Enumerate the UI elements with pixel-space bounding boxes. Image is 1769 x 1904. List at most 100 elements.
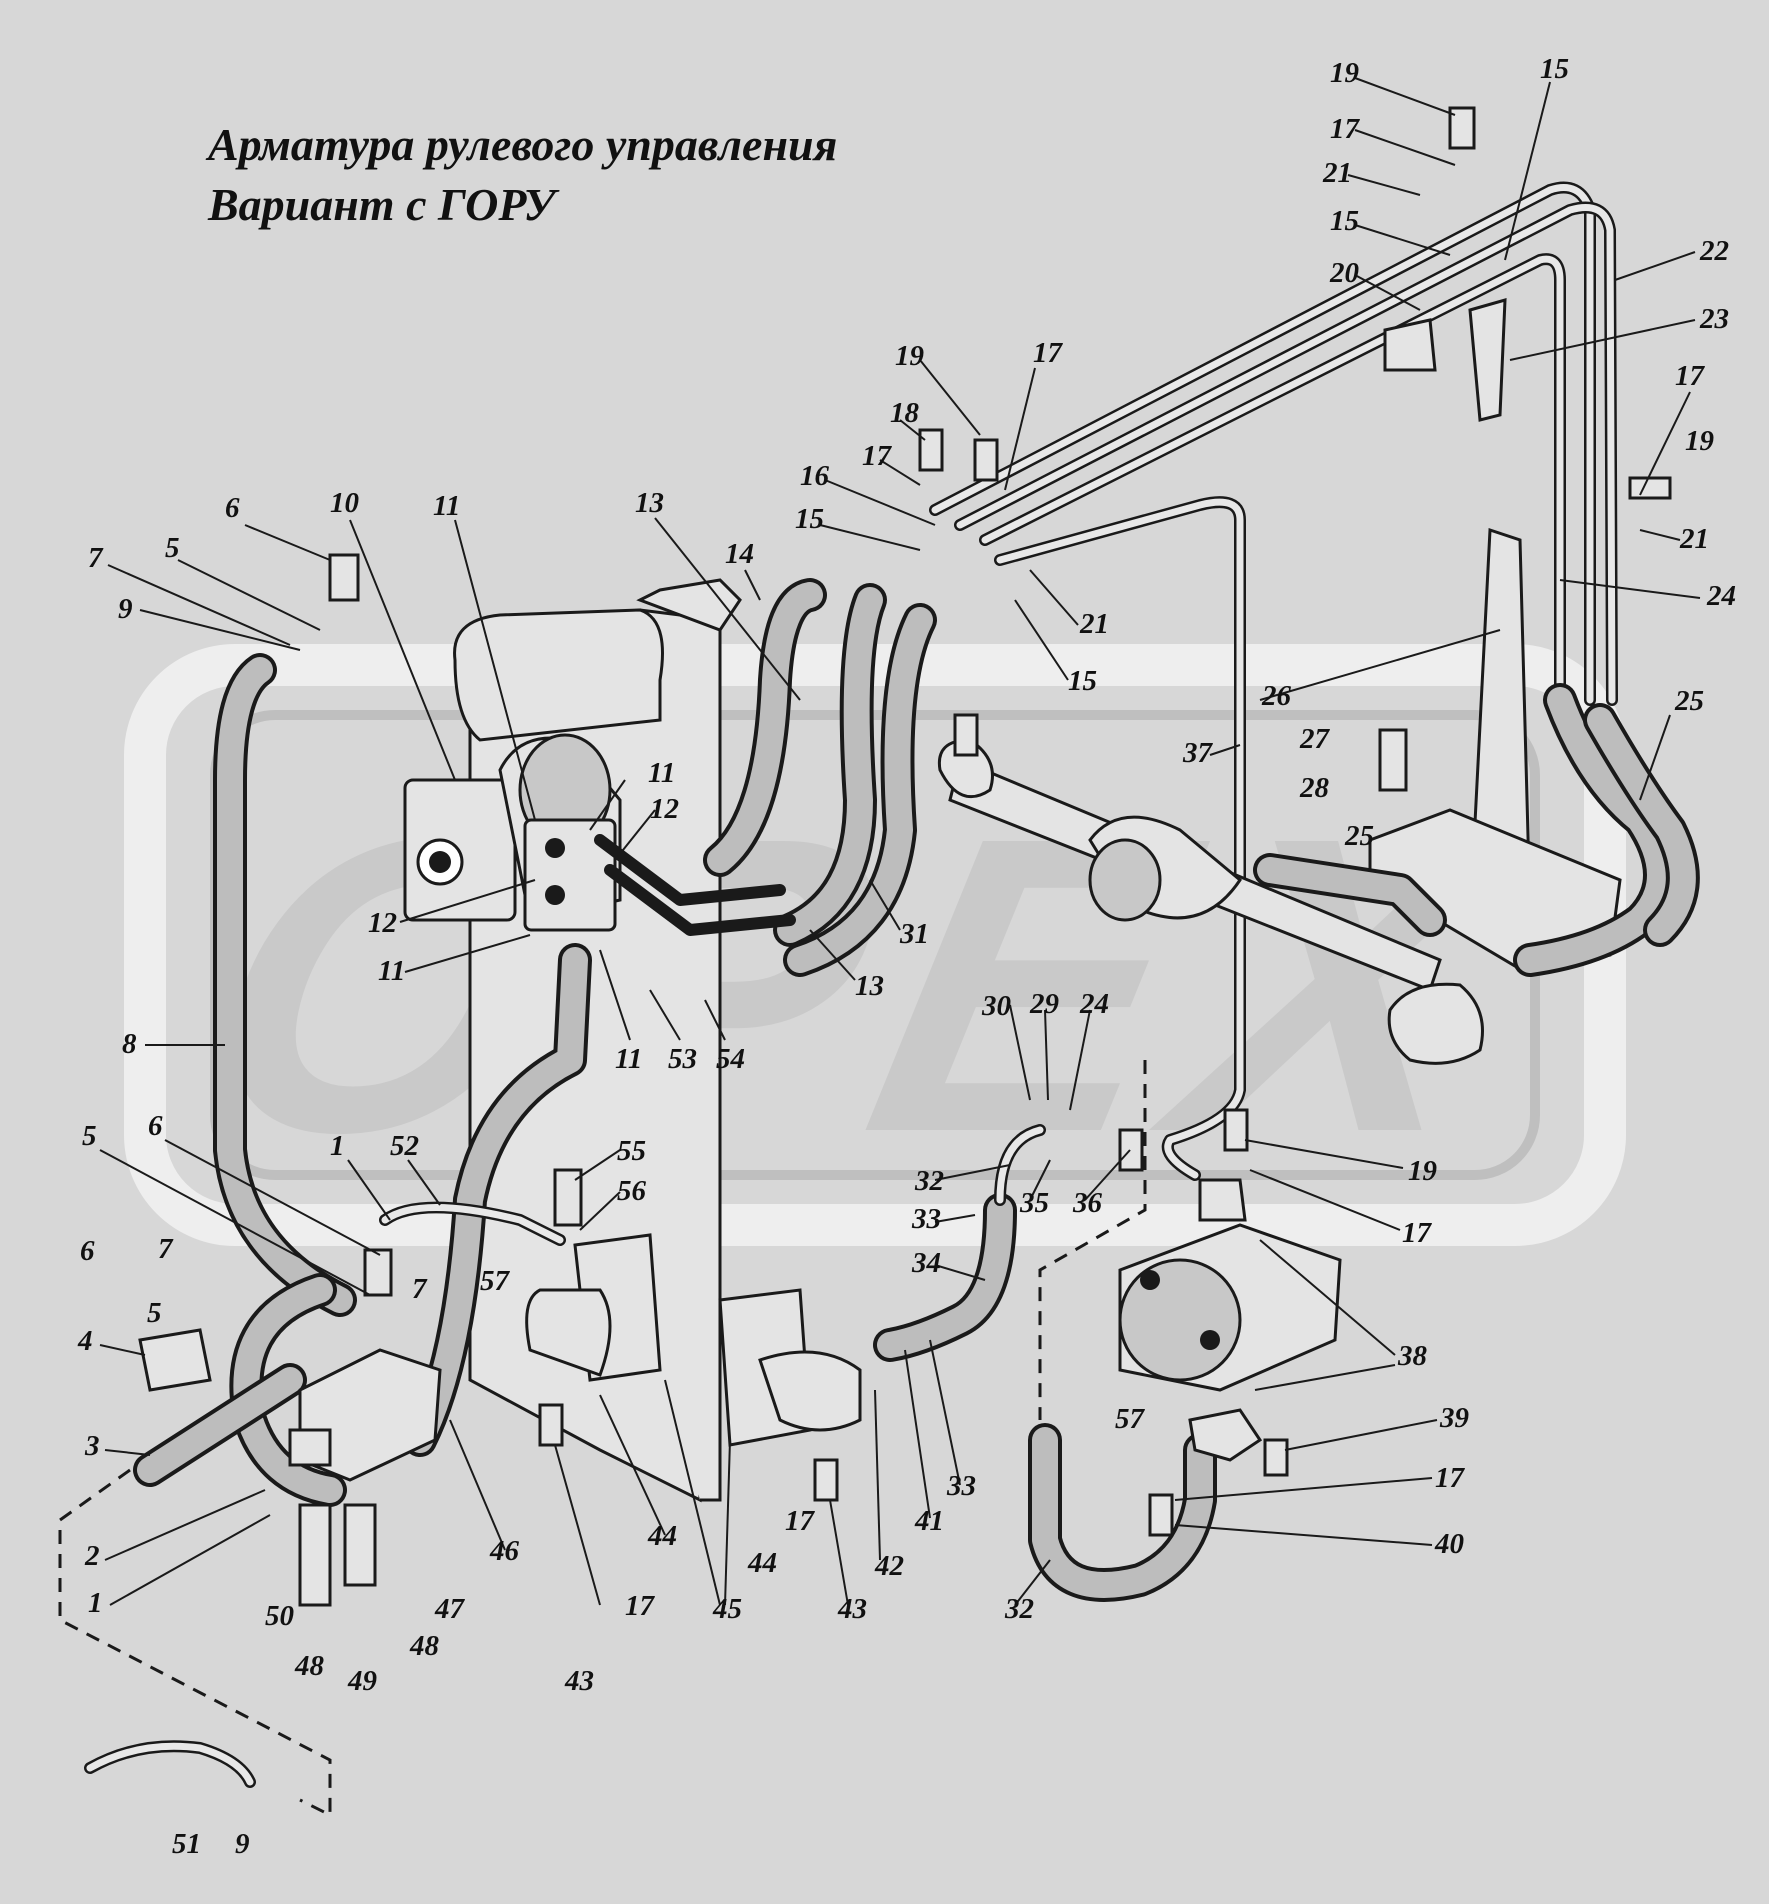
callout-c19a: 19 (1330, 57, 1359, 89)
callout-c21b: 21 (1679, 523, 1709, 555)
leader-lines (99, 77, 1701, 1606)
callout-c15a: 15 (1540, 53, 1569, 85)
callout-c41: 41 (914, 1505, 944, 1537)
callout-c40: 40 (1434, 1528, 1464, 1560)
callout-c19c: 19 (895, 340, 924, 372)
callout-c42: 42 (874, 1550, 904, 1582)
callout-c37: 37 (1182, 737, 1214, 769)
callout-c38: 38 (1397, 1340, 1428, 1372)
callout-c12a: 12 (650, 793, 679, 825)
callout-c54: 54 (716, 1043, 745, 1075)
callout-c23: 23 (1699, 303, 1729, 335)
elbows (525, 1233, 862, 1447)
callout-c52: 52 (390, 1130, 419, 1162)
callout-c39: 39 (1439, 1402, 1469, 1434)
callout-c22: 22 (1699, 235, 1729, 267)
callout-c10: 10 (330, 487, 359, 519)
brackets (1368, 297, 1622, 977)
callout-c16: 16 (800, 460, 830, 492)
callout-c34: 34 (911, 1247, 941, 1279)
callout-c36: 36 (1072, 1187, 1103, 1219)
callout-c5c: 5 (147, 1297, 162, 1329)
callout-c17b: 17 (1675, 360, 1706, 392)
callout-c15b: 15 (1330, 205, 1359, 237)
callout-c33a: 33 (911, 1203, 941, 1235)
dashed-lines (58, 1060, 1147, 1818)
callout-c7b: 7 (158, 1233, 174, 1265)
callout-c6b: 6 (148, 1110, 163, 1142)
callout-c9a: 9 (118, 593, 133, 625)
callout-c55: 55 (617, 1135, 646, 1167)
callout-c44a: 44 (647, 1520, 677, 1552)
callout-c48b: 48 (294, 1650, 325, 1682)
callout-c11d: 11 (615, 1043, 642, 1075)
diagram-title: Арматура рулевого управления (208, 119, 838, 170)
diagram-subtitle: Вариант с ГОРУ (208, 179, 556, 230)
callout-c13b: 13 (855, 970, 884, 1002)
callout-c21c: 21 (1079, 608, 1109, 640)
callout-c21a: 21 (1322, 157, 1352, 189)
callout-c30: 30 (981, 990, 1011, 1022)
callout-c50: 50 (265, 1600, 294, 1632)
callout-c14: 14 (725, 538, 754, 570)
callout-c20: 20 (1329, 257, 1359, 289)
callout-c46: 46 (489, 1535, 520, 1567)
callout-c9b: 9 (235, 1828, 250, 1860)
callout-c5a: 5 (165, 532, 180, 564)
callout-c25a: 25 (1674, 685, 1704, 717)
callout-c25b: 25 (1344, 820, 1374, 852)
callout-c43b: 43 (564, 1665, 594, 1697)
callout-c49: 49 (347, 1665, 377, 1697)
callout-c17f: 17 (1435, 1462, 1466, 1494)
callout-c51: 51 (172, 1828, 201, 1860)
callout-c28: 28 (1299, 772, 1330, 804)
callout-c11a: 11 (433, 490, 460, 522)
callout-c43a: 43 (837, 1593, 867, 1625)
callout-c31: 31 (899, 918, 929, 950)
callout-c8: 8 (122, 1028, 137, 1060)
callout-c17e: 17 (1402, 1217, 1433, 1249)
callout-c57a: 57 (480, 1265, 511, 1297)
callout-c15d: 15 (1068, 665, 1097, 697)
steering-valve-unit (403, 733, 622, 932)
callout-c19b: 19 (1685, 425, 1714, 457)
callout-c17d: 17 (862, 440, 893, 472)
cylinder (937, 713, 1484, 1065)
callout-c33b: 33 (946, 1470, 976, 1502)
callout-c29: 29 (1029, 988, 1059, 1020)
callout-c47: 47 (434, 1593, 466, 1625)
callout-c7a: 7 (88, 542, 104, 574)
callout-c35: 35 (1019, 1187, 1049, 1219)
callout-c19d: 19 (1408, 1155, 1437, 1187)
callout-c57b: 57 (1115, 1403, 1146, 1435)
callout-c11c: 11 (378, 955, 405, 987)
callout-c12b: 12 (368, 907, 397, 939)
callout-c17h: 17 (625, 1590, 656, 1622)
callout-c17g: 17 (785, 1505, 816, 1537)
callout-c24b: 24 (1079, 988, 1109, 1020)
callout-c5b: 5 (82, 1120, 97, 1152)
callout-c6a: 6 (225, 492, 240, 524)
callout-c15c: 15 (795, 503, 824, 535)
callout-c48a: 48 (409, 1630, 440, 1662)
callout-c27: 27 (1299, 723, 1331, 755)
callout-c2: 2 (84, 1540, 100, 1572)
callout-c24a: 24 (1706, 580, 1736, 612)
bolts (328, 106, 1672, 1537)
callout-c13a: 13 (635, 487, 664, 519)
callout-c45: 45 (712, 1593, 742, 1625)
distribution-block (138, 1328, 442, 1607)
callout-c53: 53 (668, 1043, 697, 1075)
hoses (84, 578, 1700, 1788)
callout-c18: 18 (890, 397, 920, 429)
callout-c32a: 32 (914, 1165, 944, 1197)
callout-c32b: 32 (1004, 1593, 1034, 1625)
callout-c6c: 6 (80, 1235, 95, 1267)
callout-c17a: 17 (1330, 113, 1361, 145)
callout-c1b: 1 (88, 1587, 103, 1619)
callout-c7c: 7 (412, 1273, 428, 1305)
callout-c1a: 1 (330, 1130, 345, 1162)
callout-c56: 56 (617, 1175, 647, 1207)
